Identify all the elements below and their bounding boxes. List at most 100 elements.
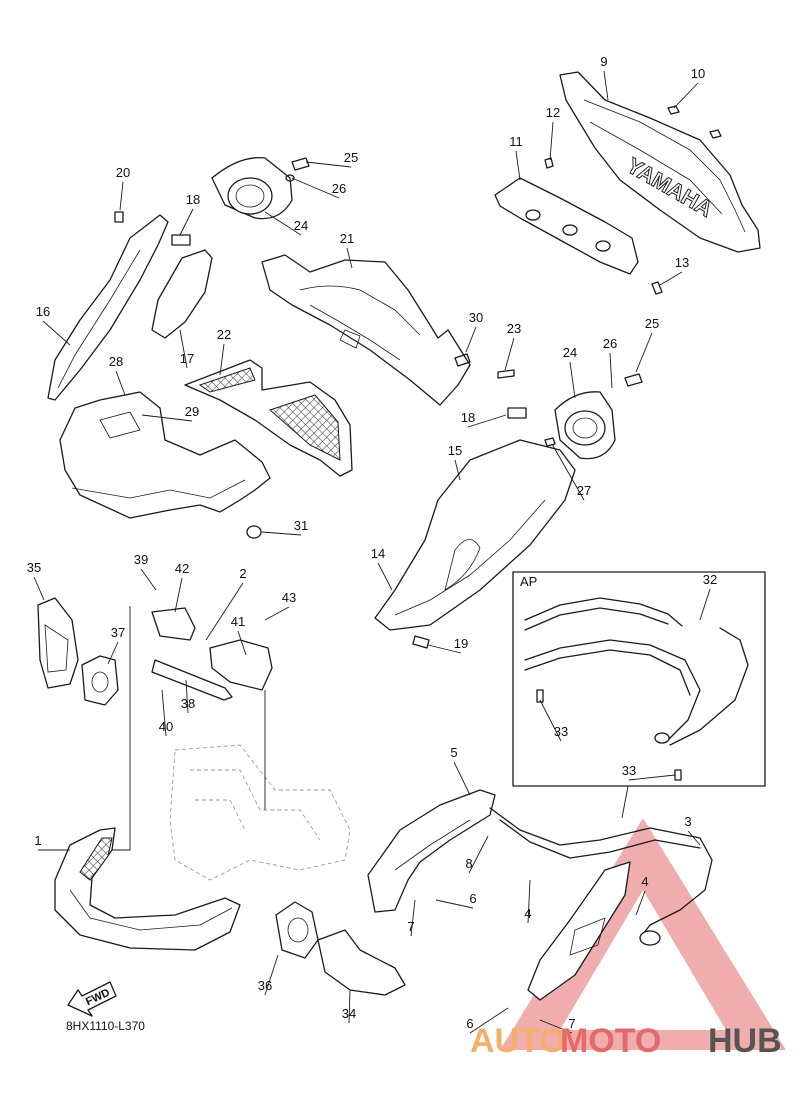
- callout-number-c18a: 18: [186, 192, 200, 207]
- part-headlight-ring-right: [544, 373, 643, 460]
- callout-leader-c25a: [305, 161, 352, 168]
- callout-leader-c7a: [410, 899, 416, 937]
- callout-leader-c7b: [539, 1019, 573, 1034]
- callout-number-c25a: 25: [344, 150, 358, 165]
- callout-number-c23: 23: [507, 321, 521, 336]
- callout-leader-c10: [673, 82, 699, 109]
- callout-leader-c8: [468, 835, 489, 874]
- callout-number-c17: 17: [180, 351, 194, 366]
- part-rod-38: [151, 659, 233, 701]
- callout-leader-c33a: [539, 699, 562, 742]
- part-side-cowl-5: [367, 789, 496, 913]
- callout-number-c25b: 25: [645, 316, 659, 331]
- part-bracket-36: [275, 901, 319, 959]
- watermark-hub: HUB: [708, 1022, 782, 1060]
- callout-leader-c16: [42, 320, 71, 346]
- part-rivets: [544, 105, 722, 295]
- callout-number-c22: 22: [217, 327, 231, 342]
- part-side-cowl-left: [47, 214, 169, 401]
- callout-number-c9: 9: [600, 54, 607, 69]
- callout-leader-c35: [33, 576, 45, 601]
- callout-leader-c40: [161, 689, 167, 737]
- callout-leader-c24a: [264, 211, 302, 236]
- construction-lines: [110, 606, 266, 851]
- callout-leader-c23: [504, 337, 515, 371]
- callout-number-c33a: 33: [554, 724, 568, 739]
- callout-number-c8: 8: [465, 856, 472, 871]
- callout-leader-c13: [659, 271, 683, 286]
- callout-leader-c26b: [609, 352, 613, 389]
- callout-number-c4a: 4: [641, 874, 648, 889]
- callout-number-c1: 1: [34, 833, 41, 848]
- part-pad-left: [171, 234, 191, 246]
- callout-leader-c26a: [291, 177, 340, 199]
- callout-number-c39: 39: [134, 552, 148, 567]
- inset-label: AP: [520, 574, 537, 589]
- callout-number-c35: 35: [27, 560, 41, 575]
- part-mesh-duct: [184, 359, 353, 477]
- callout-number-c31: 31: [294, 518, 308, 533]
- callout-leader-c19: [427, 644, 462, 654]
- callout-number-c4b: 4: [524, 906, 531, 921]
- callout-number-c30: 30: [469, 310, 483, 325]
- callout-number-c24a: 24: [294, 218, 308, 233]
- ghost-frame: [169, 744, 351, 881]
- inset-ap-box: AP: [512, 571, 766, 787]
- callout-number-c20: 20: [116, 165, 130, 180]
- watermark-text: AUTO MOTO HUB: [470, 1022, 782, 1060]
- callout-leader-c20: [119, 181, 124, 211]
- callout-number-c2: 2: [239, 566, 246, 581]
- callout-number-c24b: 24: [563, 345, 577, 360]
- callout-leader-c32: [699, 588, 711, 621]
- callout-number-c13: 13: [675, 255, 689, 270]
- callout-leader-c22: [219, 343, 225, 376]
- callout-number-c40: 40: [159, 719, 173, 734]
- callout-leader-c21: [346, 247, 353, 269]
- part-upper-cowl: [261, 254, 471, 406]
- callout-number-c10: 10: [691, 66, 705, 81]
- callout-number-c26a: 26: [332, 181, 346, 196]
- callout-number-c19: 19: [454, 636, 468, 651]
- callout-number-c34: 34: [342, 1006, 356, 1021]
- callout-leader-c17: [179, 329, 188, 369]
- callout-leader-c18a: [179, 208, 194, 236]
- callout-number-c6a: 6: [469, 891, 476, 906]
- part-lower-spoiler: [54, 827, 241, 951]
- callout-number-c14: 14: [371, 546, 385, 561]
- callout-leader-c27: [551, 443, 585, 501]
- callout-leader-c28: [115, 370, 126, 396]
- callout-leader-c29: [141, 414, 193, 422]
- callout-leader-c31: [261, 531, 302, 536]
- part-stay-42: [151, 607, 196, 641]
- part-bracket-37: [81, 655, 119, 706]
- callout-leader-c2: [205, 582, 244, 641]
- callout-number-c11: 11: [509, 134, 523, 149]
- part-fasteners-center: [114, 211, 527, 649]
- callout-labels: 1234456677891011121314151617181819202122…: [27, 54, 717, 1031]
- drawing-code: 8HX1110-L370: [66, 1019, 145, 1033]
- callout-number-c5: 5: [450, 745, 457, 760]
- callout-leader-c14: [377, 562, 393, 591]
- callout-number-c7b: 7: [568, 1016, 575, 1031]
- callout-number-c15: 15: [448, 443, 462, 458]
- callout-leader-c5: [453, 761, 471, 796]
- part-headlight-ring-left: [211, 157, 310, 220]
- part-inner-cowl-28: [59, 391, 271, 519]
- watermark-triangle: [500, 818, 786, 1050]
- callout-number-c27: 27: [577, 483, 591, 498]
- callout-leaders: [33, 70, 711, 1034]
- callout-leader-c34: [348, 989, 351, 1024]
- callout-number-c18b: 18: [461, 410, 475, 425]
- callout-leader-c41: [237, 630, 247, 656]
- callout-number-c28: 28: [109, 354, 123, 369]
- callout-leader-c3: [687, 830, 701, 846]
- callout-leader-c4b: [527, 879, 531, 924]
- inset-pointer: [621, 785, 629, 819]
- callout-leader-c18b: [467, 414, 507, 428]
- callout-number-c42: 42: [175, 561, 189, 576]
- callout-leader-c43: [264, 606, 290, 621]
- callout-leader-c15: [454, 459, 461, 481]
- callout-leader-c4a: [635, 890, 646, 916]
